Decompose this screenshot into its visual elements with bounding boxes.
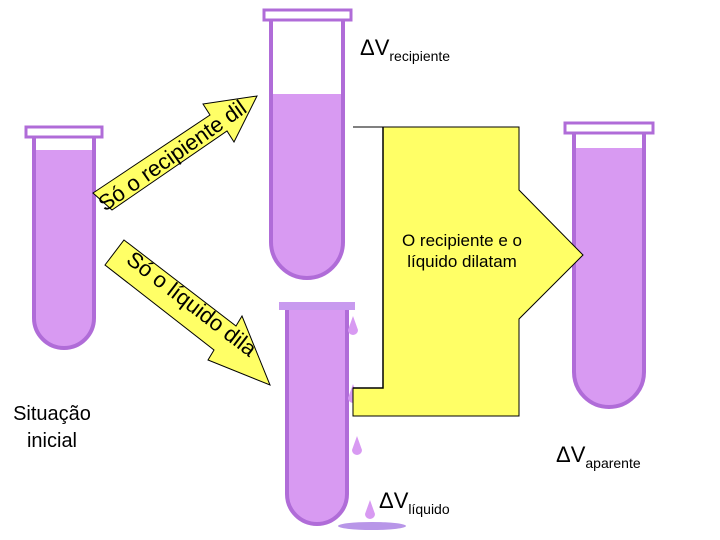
label-initial-line1: Situação — [13, 403, 91, 425]
liquid-drops — [348, 316, 375, 519]
arrow-both-dilate — [352, 126, 584, 417]
tube-both-dilated — [563, 121, 655, 409]
tube-liquid-dilated — [279, 302, 406, 530]
delta-v-apparent: ΔVaparente — [556, 442, 641, 471]
label-initial-line2: inicial — [27, 430, 77, 452]
label-both-line1: O recipiente e o — [402, 231, 522, 250]
arrow-liquid-only — [104, 239, 271, 386]
delta-v-liquid: ΔVlíquido — [379, 488, 450, 517]
label-both-line2: líquido dilatam — [407, 252, 517, 271]
tube-initial — [24, 125, 104, 350]
tube-container-dilated — [262, 8, 353, 280]
delta-v-container: ΔVrecipiente — [360, 35, 450, 64]
arrow-container-only — [92, 95, 258, 211]
